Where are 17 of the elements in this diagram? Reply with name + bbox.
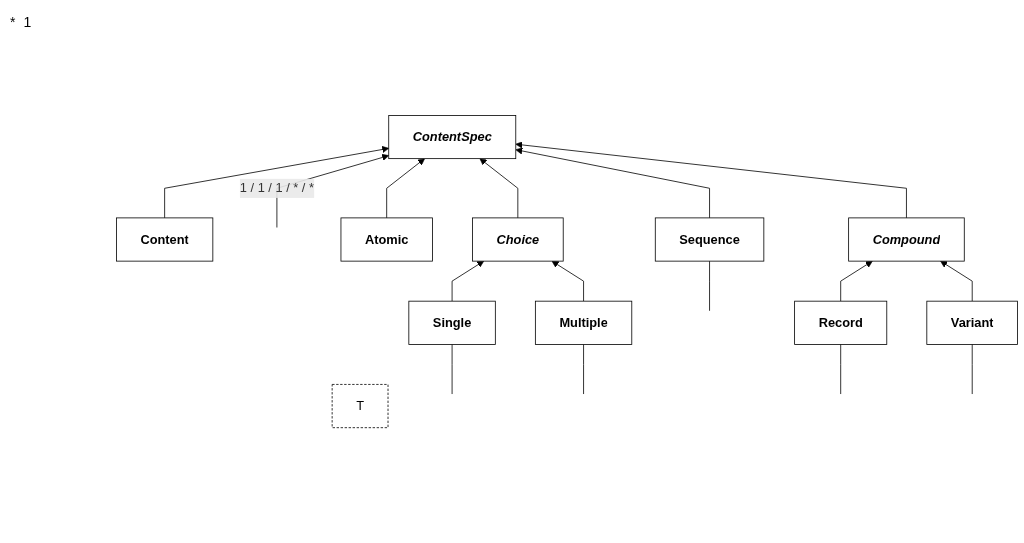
node-box: Multiple [534, 300, 633, 345]
node-box: Variant [926, 300, 1018, 345]
connector [583, 343, 584, 395]
node-box: Atomic [340, 217, 433, 262]
node-box: Sequence [654, 217, 765, 262]
multiplicity-label: * [10, 14, 16, 30]
node-box: ContentSpec [388, 114, 517, 159]
connector [709, 260, 710, 312]
node-box: Choice [472, 217, 564, 262]
multiplicity-label: 1 [23, 14, 32, 30]
node-box: Compound [848, 217, 965, 262]
node-box: Content [116, 217, 214, 262]
node-box: T [331, 384, 389, 429]
node-box: Single [408, 300, 496, 345]
edge-label: 1 / 1 / 1 / * / * [239, 181, 314, 195]
node-box: Record [794, 300, 888, 345]
connector [451, 343, 453, 395]
